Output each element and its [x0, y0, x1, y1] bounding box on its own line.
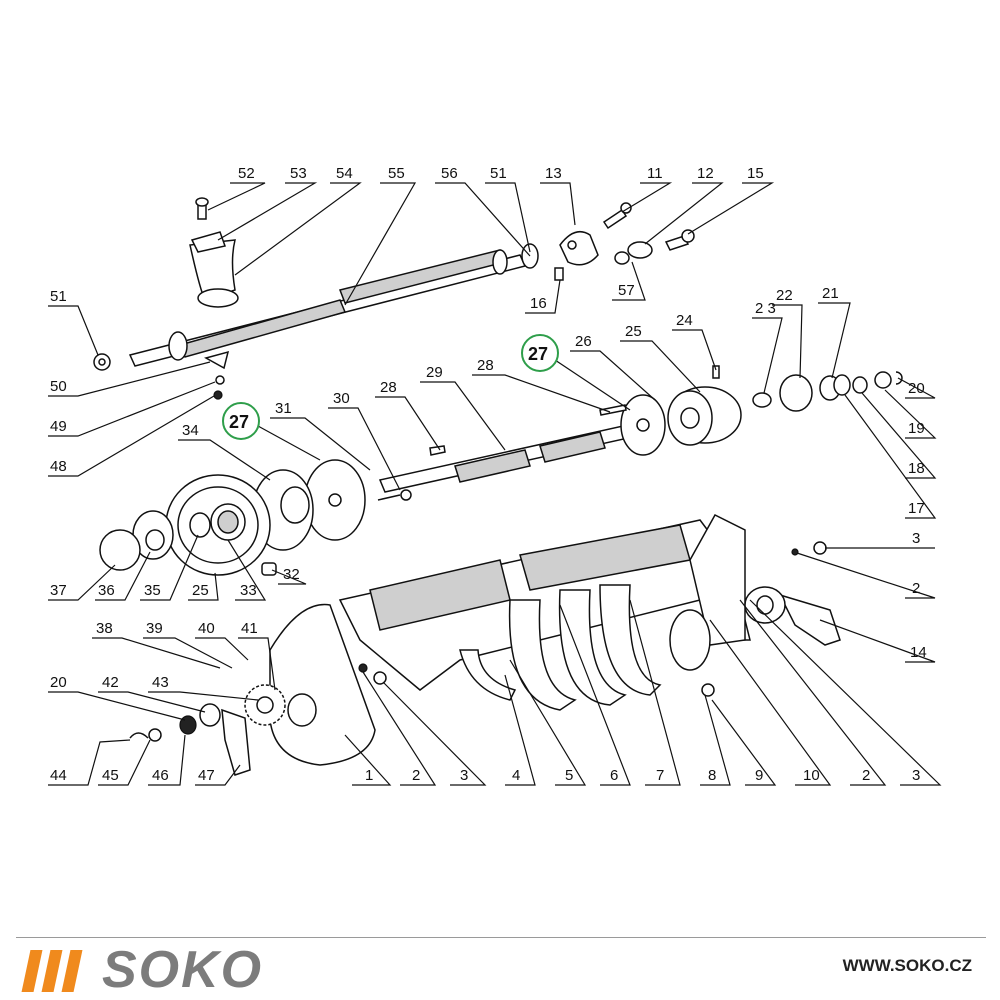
callout-41: 41 [241, 620, 258, 637]
callout-9: 9 [755, 767, 763, 784]
callout-16: 16 [530, 295, 547, 312]
callout-23: 2 3 [755, 300, 776, 317]
callout-leaders [48, 182, 942, 786]
callout-18: 18 [908, 460, 925, 477]
callout-25-top: 25 [625, 323, 642, 340]
callout-51-left: 51 [50, 288, 67, 305]
callout-36: 36 [98, 582, 115, 599]
callout-19: 19 [908, 420, 925, 437]
callout-57: 57 [618, 282, 635, 299]
callout-15: 15 [747, 165, 764, 182]
callout-4: 4 [512, 767, 520, 784]
callout-29: 29 [426, 364, 443, 381]
callout-2-bottom-left: 2 [412, 767, 420, 784]
frame-assembly [129, 514, 841, 776]
callout-12: 12 [697, 165, 714, 182]
callout-14: 14 [910, 644, 927, 661]
callout-51-top: 51 [490, 165, 507, 182]
middle-shaft-assembly [377, 365, 903, 501]
callout-27-right: 27 [528, 344, 548, 364]
callout-10: 10 [803, 767, 820, 784]
callout-56: 56 [441, 165, 458, 182]
brand-logo-bars-icon [21, 950, 86, 992]
callout-53: 53 [290, 165, 307, 182]
callout-47: 47 [198, 767, 215, 784]
callout-24: 24 [676, 312, 693, 329]
footer-divider [16, 937, 986, 938]
brand-logo: SOKO [102, 941, 264, 999]
highlight-circle-27-left [222, 402, 260, 440]
callout-21: 21 [822, 285, 839, 302]
callout-labels: 52 53 54 55 56 51 13 11 12 15 16 57 51 5… [50, 165, 927, 784]
highlight-circle-27-right [521, 334, 559, 372]
callout-1: 1 [365, 767, 373, 784]
callout-44: 44 [50, 767, 67, 784]
callout-11: 11 [647, 165, 663, 182]
callout-3-bottom-right: 3 [912, 767, 920, 784]
callout-28b: 28 [477, 357, 494, 374]
callout-55: 55 [388, 165, 405, 182]
website-url: WWW.SOKO.CZ [842, 956, 972, 975]
callout-50: 50 [50, 378, 67, 395]
callout-52: 52 [238, 165, 255, 182]
callout-17: 17 [908, 500, 925, 517]
callout-6: 6 [610, 767, 618, 784]
callout-54: 54 [336, 165, 353, 182]
callout-33: 33 [240, 582, 257, 599]
callout-30: 30 [333, 390, 350, 407]
callout-48: 48 [50, 458, 67, 475]
callout-2-bottom-right: 2 [862, 767, 870, 784]
callout-31: 31 [275, 400, 292, 417]
callout-26: 26 [575, 333, 592, 350]
highlighted-callouts: 27 27 [222, 334, 559, 440]
callout-22: 22 [776, 287, 793, 304]
callout-27-left: 27 [229, 412, 249, 432]
callout-40: 40 [198, 620, 215, 637]
footer: SOKO WWW.SOKO.CZ [0, 930, 1000, 1000]
exploded-parts-diagram: 52 53 54 55 56 51 13 11 12 15 16 57 51 5… [48, 165, 942, 786]
callout-2-right: 2 [912, 580, 920, 597]
callout-20-left: 20 [50, 674, 67, 691]
callout-13: 13 [545, 165, 562, 182]
callout-46: 46 [152, 767, 169, 784]
upper-shaft-assembly [93, 197, 695, 400]
callout-8: 8 [708, 767, 716, 784]
callout-3-bottom-left: 3 [460, 767, 468, 784]
callout-38: 38 [96, 620, 113, 637]
left-pulley-assembly [99, 459, 366, 576]
callout-28: 28 [380, 379, 397, 396]
callout-39: 39 [146, 620, 163, 637]
callout-25-left: 25 [192, 582, 209, 599]
callout-37: 37 [50, 582, 67, 599]
callout-45: 45 [102, 767, 119, 784]
callout-5: 5 [565, 767, 573, 784]
callout-35: 35 [144, 582, 161, 599]
callout-3-right: 3 [912, 530, 920, 547]
callout-49: 49 [50, 418, 67, 435]
callout-7: 7 [656, 767, 664, 784]
callout-20-right: 20 [908, 380, 925, 397]
callout-43: 43 [152, 674, 169, 691]
callout-42: 42 [102, 674, 119, 691]
callout-32: 32 [283, 566, 300, 583]
callout-34: 34 [182, 422, 199, 439]
